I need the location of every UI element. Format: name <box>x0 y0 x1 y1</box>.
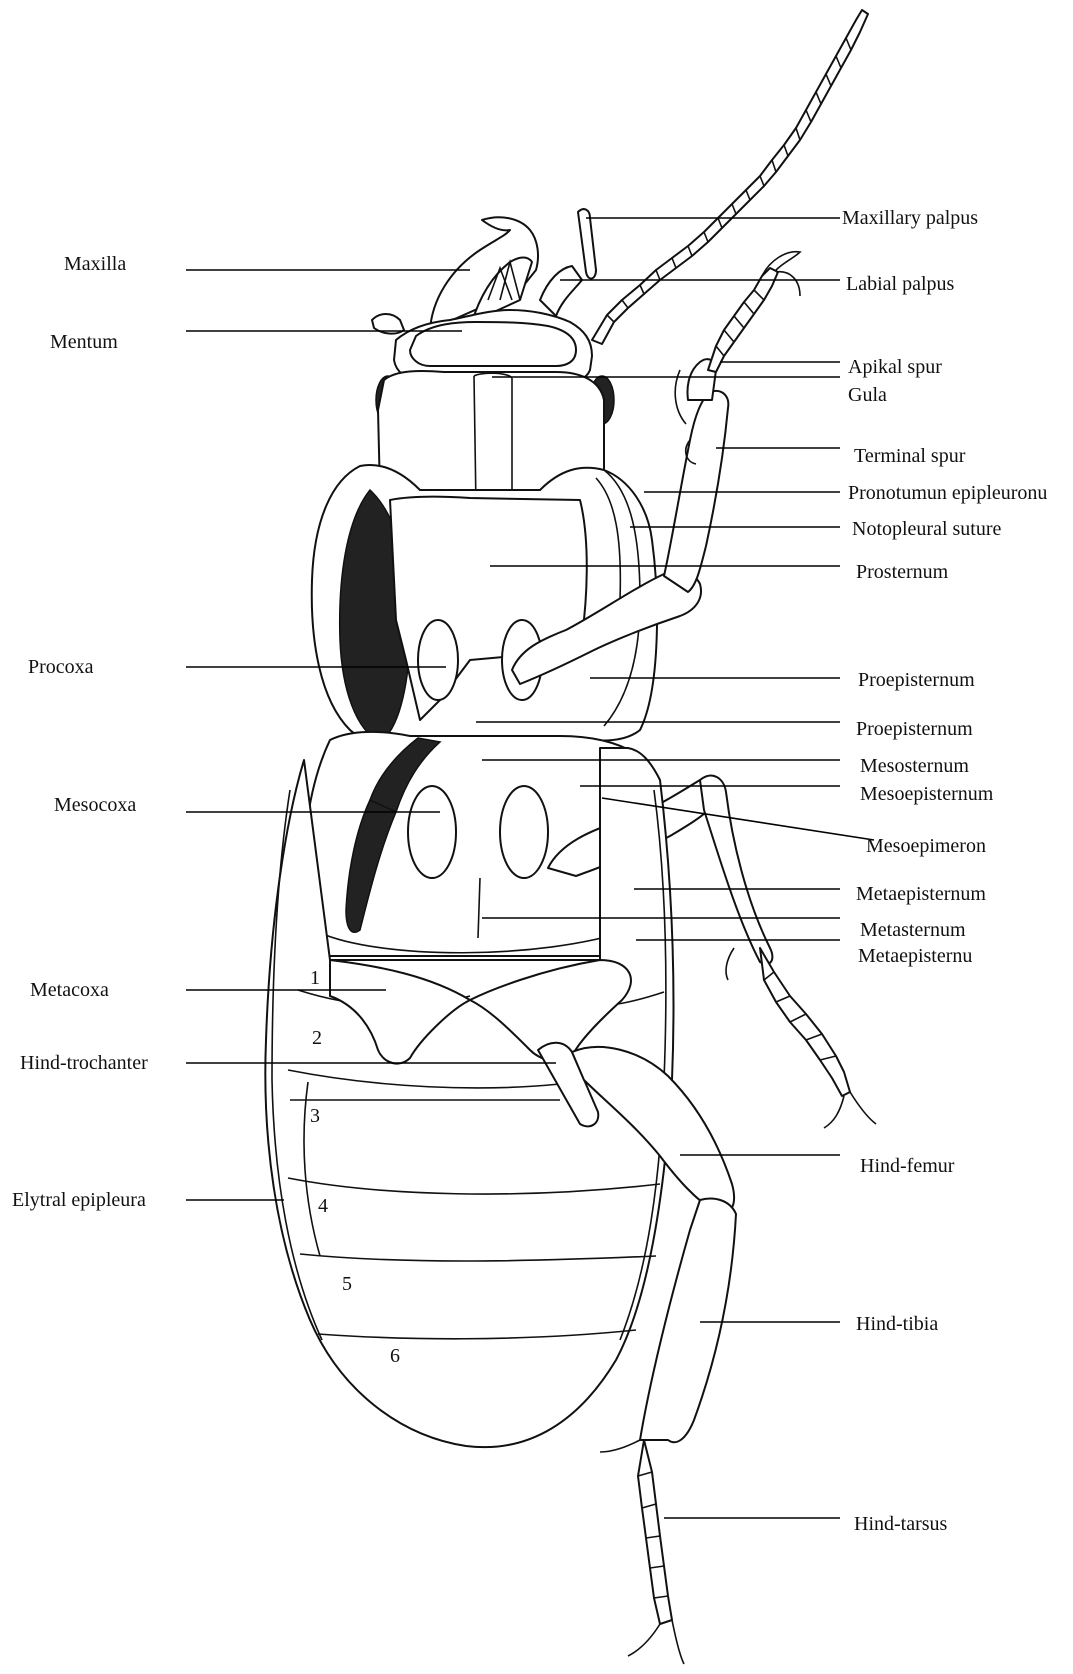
label-gula: Gula <box>848 384 887 406</box>
left-mesocoxa-shape <box>408 786 456 878</box>
label-maxilla: Maxilla <box>64 253 126 275</box>
label-terminal-spur: Terminal spur <box>854 445 966 467</box>
label-metasternum: Metasternum <box>860 919 966 941</box>
label-mesosternum: Mesosternum <box>860 755 969 777</box>
label-metaepisternu: Metaepisternu <box>858 945 972 967</box>
label-hind-tarsus: Hind-tarsus <box>854 1513 948 1535</box>
label-mesoepimeron: Mesoepimeron <box>866 835 986 857</box>
segment-number-4: 4 <box>318 1195 328 1217</box>
beetle-illustration: 1 2 3 4 5 6 <box>265 10 876 1664</box>
label-maxillary-palpus: Maxillary palpus <box>842 207 978 229</box>
label-hind-tibia: Hind-tibia <box>856 1313 938 1335</box>
label-mesocoxa: Mesocoxa <box>54 794 136 816</box>
segment-number-6: 6 <box>390 1345 400 1367</box>
label-hind-trochanter: Hind-trochanter <box>20 1052 148 1074</box>
label-procoxa: Procoxa <box>28 656 94 678</box>
left-procoxa-shape <box>418 620 458 700</box>
segment-number-2: 2 <box>312 1027 322 1049</box>
left-labels: Maxilla Mentum Procoxa Mesocoxa Metacoxa… <box>12 253 148 1211</box>
label-mentum: Mentum <box>50 331 118 353</box>
label-apikal-spur: Apikal spur <box>848 356 942 378</box>
label-notopleural-suture: Notopleural suture <box>852 518 1002 540</box>
segment-number-1: 1 <box>310 967 320 989</box>
mentum-shape <box>410 322 576 366</box>
segment-number-5: 5 <box>342 1273 352 1295</box>
label-mesoepisternum: Mesoepisternum <box>860 783 994 805</box>
label-proepisternum-2: Proepisternum <box>856 718 973 740</box>
label-prosternum: Prosternum <box>856 561 949 583</box>
right-labels: Maxillary palpus Labial palpus Apikal sp… <box>842 207 1047 1535</box>
maxillary-palpus-shape <box>578 209 596 278</box>
label-hind-femur: Hind-femur <box>860 1155 955 1177</box>
label-metaepisternum: Metaepisternum <box>856 883 986 905</box>
label-metacoxa: Metacoxa <box>30 979 109 1001</box>
right-mesocoxa-shape <box>500 786 548 878</box>
antenna <box>592 10 868 344</box>
segment-number-3: 3 <box>310 1105 320 1127</box>
label-proepisternum-1: Proepisternum <box>858 669 975 691</box>
label-elytral-epipleura: Elytral epipleura <box>12 1189 146 1211</box>
label-labial-palpus: Labial palpus <box>846 273 955 295</box>
label-pronotumun-epipleuronu: Pronotumun epipleuronu <box>848 482 1047 504</box>
